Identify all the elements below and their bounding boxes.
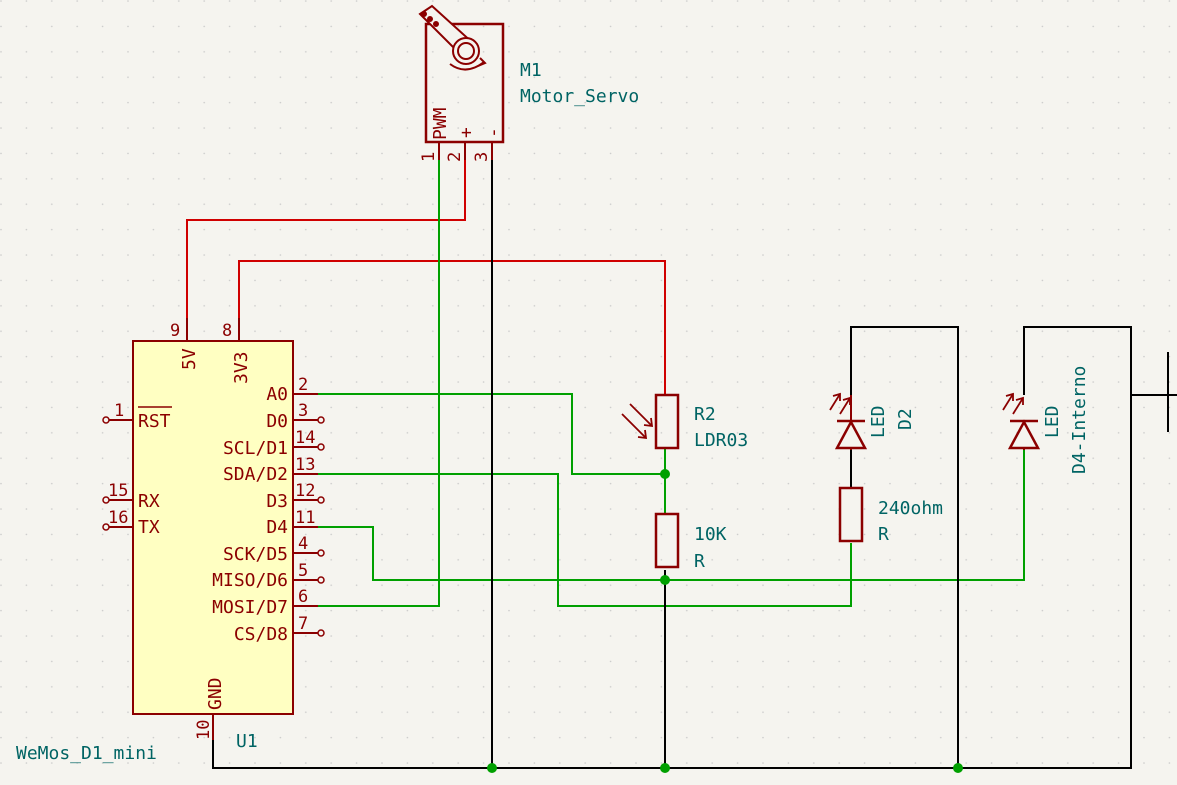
right-pins	[293, 393, 318, 634]
pin-end-circle	[317, 549, 325, 557]
wires	[186, 160, 1177, 769]
pin-number-3v3: 8	[222, 321, 232, 341]
wire-5v[interactable]	[186, 160, 466, 340]
pin-label-d0: D0	[266, 411, 288, 432]
pin-label-d6: MISO/D6	[212, 570, 288, 591]
pin-label-5v: 5V	[179, 348, 200, 370]
component-value: R	[878, 524, 889, 545]
resistor-body	[654, 512, 680, 569]
emission-arrows-icon	[829, 392, 851, 415]
pin-number-5v: 9	[170, 321, 180, 341]
pin-label-d3: D3	[266, 491, 288, 512]
pin-number: 5	[298, 561, 308, 581]
wemos-d1-mini[interactable]: 9 8 5V 3V3 A0 D0	[16, 318, 325, 764]
pin-number: 12	[295, 481, 315, 501]
pin-number-gnd: 10	[194, 720, 214, 740]
resistor-body	[654, 393, 680, 450]
pin-number: 1	[419, 152, 439, 162]
component-reference: 10K	[694, 524, 727, 545]
pin-label-plus: +	[456, 127, 477, 138]
pin-number: 4	[298, 534, 308, 554]
component-reference: U1	[236, 731, 258, 752]
pin-label-rst: RST	[138, 411, 171, 432]
junction-dot	[660, 469, 670, 479]
pin-number: 14	[295, 428, 315, 448]
led-icon	[1007, 419, 1041, 450]
wire-a0[interactable]	[318, 393, 665, 475]
wire-pwm[interactable]	[318, 160, 440, 607]
pin-number: 2	[298, 375, 308, 395]
component-value: LED	[868, 405, 889, 438]
led-d2[interactable]: LED D2	[829, 392, 916, 450]
pin-number: 11	[295, 508, 315, 528]
pin-number: 6	[298, 587, 308, 607]
pin-label-d5: SCK/D5	[223, 544, 288, 565]
resistor-body	[838, 486, 864, 543]
led-icon	[834, 395, 868, 450]
pin-number: 2	[445, 152, 465, 162]
component-reference: 240ohm	[878, 498, 943, 519]
pin-label-rx: RX	[138, 491, 160, 512]
resistor-10k[interactable]: 10K R	[654, 512, 727, 572]
wire-led-gnd[interactable]	[850, 326, 959, 768]
component-reference: D4-Interno	[1069, 366, 1090, 474]
component-reference: M1	[520, 60, 542, 81]
component-value: LDR03	[694, 430, 748, 451]
junction-dot	[660, 575, 670, 585]
pin-number: 16	[108, 508, 128, 528]
pin-end-circle	[317, 576, 325, 584]
pin-end-circle	[317, 416, 325, 424]
pin-label-d7: MOSI/D7	[212, 597, 288, 618]
wire-d4[interactable]	[318, 450, 1025, 581]
component-value: Motor_Servo	[520, 86, 639, 107]
component-value: R	[694, 551, 705, 572]
left-pins	[109, 419, 133, 528]
led-d4-interno[interactable]: LED D4-Interno	[1002, 366, 1090, 474]
junction-dot	[660, 763, 670, 773]
pin-number: 3	[472, 152, 492, 162]
pin-label-d1: SCL/D1	[223, 438, 288, 459]
wire-3v3[interactable]	[238, 260, 666, 395]
pin-number: 3	[298, 401, 308, 421]
resistor-240ohm[interactable]: 240ohm R	[838, 486, 943, 545]
junction-dot	[953, 763, 963, 773]
pin-label-gnd: GND	[205, 677, 226, 710]
pin-label-3v3: 3V3	[231, 351, 252, 384]
light-arrows-icon	[621, 403, 654, 440]
junctions	[487, 469, 963, 773]
pin-end-circle	[317, 496, 325, 504]
servo-motor[interactable]: PWM + - 1 2 3 M1 Motor_Servo	[418, 4, 639, 162]
pin-label-d8: CS/D8	[234, 624, 288, 645]
ldr-resistor[interactable]: R2 LDR03	[621, 393, 748, 451]
component-reference: D2	[895, 408, 916, 430]
pin-label-minus: -	[483, 127, 504, 138]
pin-label-pwm: PWM	[430, 107, 451, 140]
pin-number: 15	[108, 481, 128, 501]
pin-label-d2: SDA/D2	[223, 464, 288, 485]
pin-number: 13	[295, 455, 315, 475]
component-reference: R2	[694, 404, 716, 425]
emission-arrows-icon	[1002, 392, 1024, 415]
wire-d2[interactable]	[318, 473, 852, 607]
pin-label-a0: A0	[266, 384, 288, 405]
pin-end-circle	[317, 443, 325, 451]
servo-horn-icon	[418, 4, 487, 71]
component-value: WeMos_D1_mini	[16, 743, 157, 764]
servo-pins	[438, 142, 493, 160]
pin-number: 7	[298, 614, 308, 634]
wire-gnd[interactable]	[212, 326, 1132, 769]
pin-number: 1	[114, 401, 124, 421]
pin-label-d4: D4	[266, 517, 288, 538]
junction-dot	[487, 763, 497, 773]
pin-end-circle	[317, 629, 325, 637]
component-value: LED	[1042, 405, 1063, 438]
pin-label-tx: TX	[138, 517, 160, 538]
